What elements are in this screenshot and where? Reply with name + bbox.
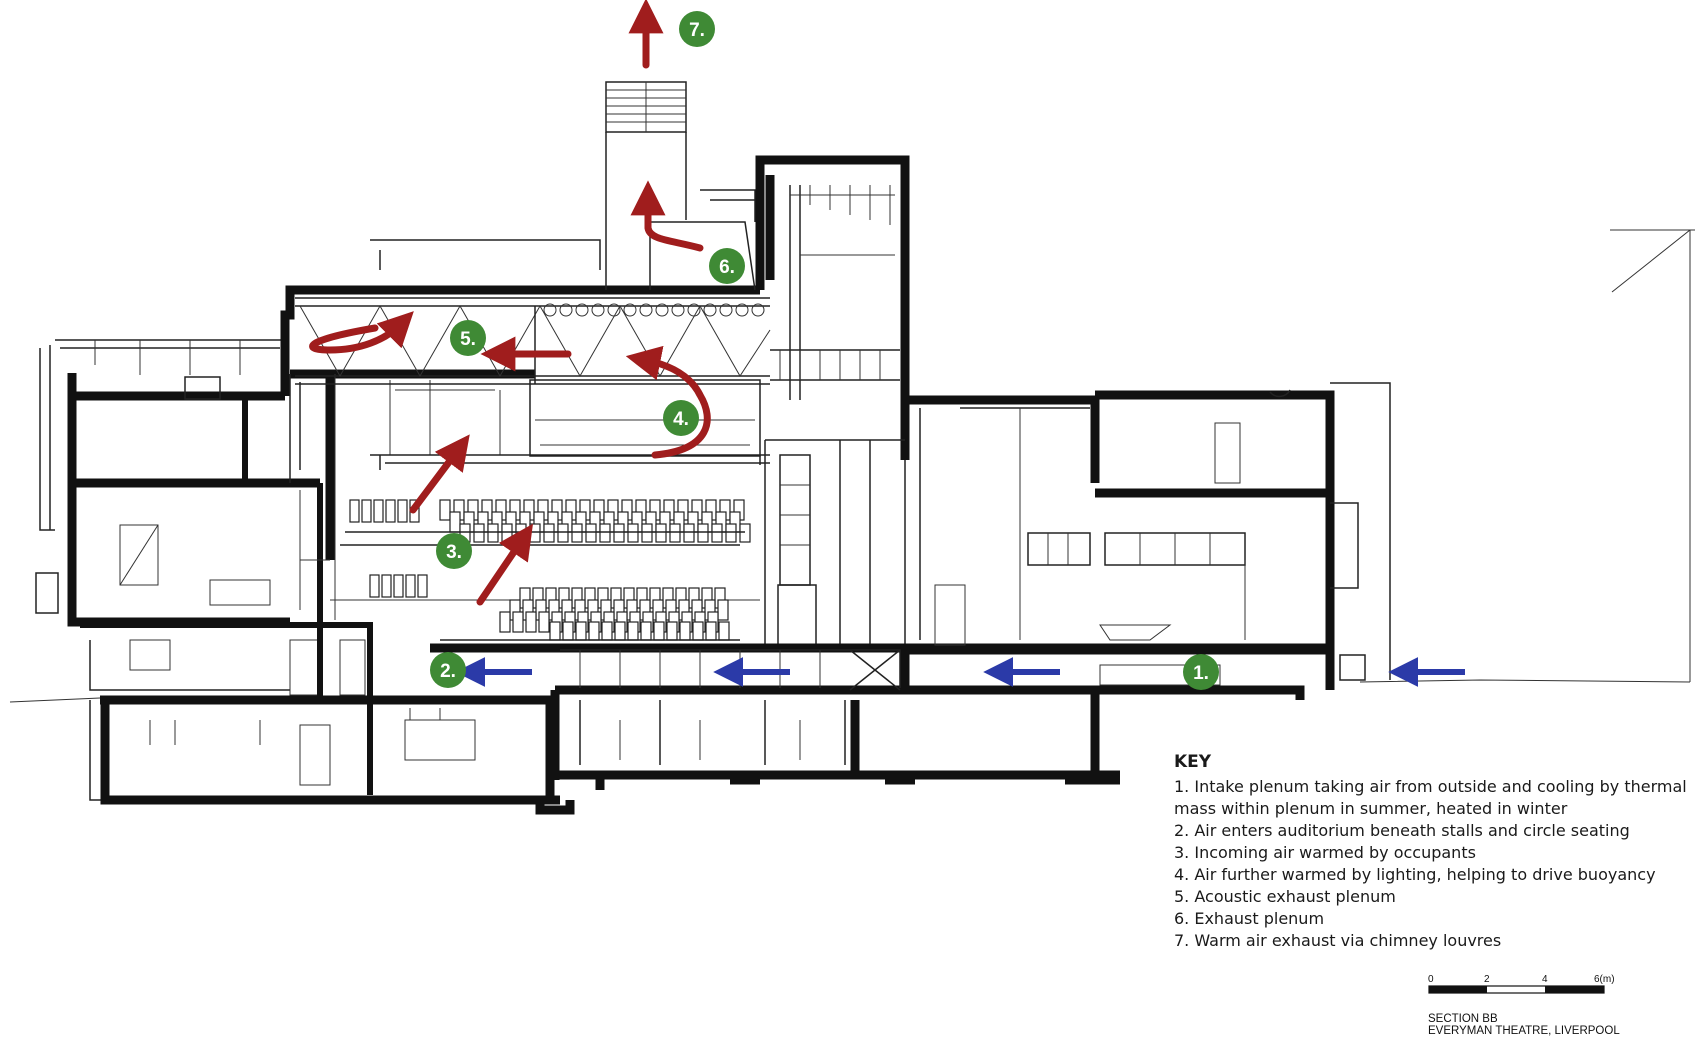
marker-3-label: 3. (446, 542, 462, 563)
circle-seat (373, 499, 384, 523)
stalls-seat (417, 574, 428, 598)
key-item-2: 2. Air enters auditorium beneath stalls … (1174, 821, 1630, 840)
circle-seat (641, 523, 653, 543)
key-legend: KEY 1. Intake plenum taking air from out… (1174, 752, 1694, 952)
marker-7: 7. (679, 11, 715, 47)
circle-seating (340, 499, 751, 546)
drawing-caption: SECTION BB EVERYMAN THEATRE, LIVERPOOL (1428, 1013, 1620, 1037)
right-block (905, 382, 1391, 775)
scale-bar: 0 2 4 6(m) (1428, 974, 1615, 994)
stalls-seat (679, 621, 691, 641)
stalls-seat (666, 621, 678, 641)
circle-seat (501, 523, 513, 543)
key-item-6: 6. Exhaust plenum (1174, 909, 1325, 928)
marker-5: 5. (450, 320, 486, 356)
key-item-3: 3. Incoming air warmed by occupants (1174, 843, 1476, 862)
stalls-seat (627, 621, 639, 641)
key-item-5: 5. Acoustic exhaust plenum (1174, 887, 1396, 906)
arrow-circle-rise (409, 434, 470, 514)
stalls-seat (588, 621, 600, 641)
circle-seat (711, 523, 723, 543)
arrow-exhaust-plenum (630, 180, 704, 252)
stalls-seat (575, 621, 587, 641)
circle-seat (473, 523, 485, 543)
stalls-seating (369, 574, 740, 641)
caption-section: SECTION BB (1428, 1013, 1498, 1025)
marker-5-label: 5. (460, 329, 476, 350)
circle-seat (361, 499, 372, 523)
stalls-seat (381, 574, 392, 598)
chimney (605, 81, 756, 291)
circle-seat (349, 499, 360, 523)
stalls-seat (499, 611, 511, 633)
left-annex (35, 339, 320, 801)
stalls-seat (705, 621, 717, 641)
circle-seat (697, 523, 709, 543)
warm-air-arrows (309, 0, 711, 606)
stalls-seat (512, 611, 524, 633)
stalls-seat (538, 611, 550, 633)
stalls-seat (718, 621, 730, 641)
marker-2: 2. (430, 652, 466, 688)
marker-6-label: 6. (719, 257, 735, 278)
marker-3: 3. (436, 533, 472, 569)
circle-seat (683, 523, 695, 543)
circle-seat (543, 523, 555, 543)
arrow-stalls-rise (476, 523, 533, 606)
arrow-lighting-loop (625, 345, 711, 459)
circle-seat (739, 523, 751, 543)
marker-4-label: 4. (673, 409, 689, 430)
marker-2-label: 2. (440, 661, 456, 682)
ground-line (9, 229, 1695, 703)
key-item-4: 4. Air further warmed by lighting, helpi… (1174, 865, 1656, 884)
stalls-seat (405, 574, 416, 598)
scale-tick-4: 4 (1542, 974, 1548, 985)
marker-1: 1. (1183, 654, 1219, 690)
stalls-seat (692, 621, 704, 641)
marker-6: 6. (709, 248, 745, 284)
circle-seat (529, 523, 541, 543)
marker-1-label: 1. (1193, 663, 1209, 684)
stalls-seat (369, 574, 380, 598)
circle-seat (449, 511, 461, 533)
stalls-seat (653, 621, 665, 641)
marker-7-label: 7. (689, 20, 705, 41)
arrow-acoustic-loop (309, 311, 414, 354)
basement-left (80, 622, 575, 815)
circle-seat (669, 523, 681, 543)
circle-seat (585, 523, 597, 543)
stalls-seat (562, 621, 574, 641)
circle-seat (725, 523, 737, 543)
circle-seat (487, 523, 499, 543)
scale-tick-0: 0 (1428, 974, 1434, 985)
stalls-seat (640, 621, 652, 641)
circle-seat (557, 523, 569, 543)
circle-seat (599, 523, 611, 543)
truss-circles (543, 303, 765, 317)
circle-seat (655, 523, 667, 543)
circle-seat (627, 523, 639, 543)
caption-project: EVERYMAN THEATRE, LIVERPOOL (1428, 1025, 1620, 1037)
circle-seat (385, 499, 396, 523)
circle-seat (613, 523, 625, 543)
key-title: KEY (1174, 752, 1212, 772)
stalls-seat (549, 621, 561, 641)
key-item-1: 1. Intake plenum taking air from outside… (1174, 777, 1687, 818)
circle-seat (397, 499, 408, 523)
key-list: 1. Intake plenum taking air from outside… (1174, 776, 1694, 952)
circle-seat (571, 523, 583, 543)
key-item-7: 7. Warm air exhaust via chimney louvres (1174, 931, 1502, 950)
fly-tower (755, 155, 910, 650)
scale-tick-2: 2 (1484, 974, 1490, 985)
scale-tick-6: 6(m) (1594, 974, 1615, 985)
stalls-seat (717, 599, 729, 621)
circle-seat (439, 499, 451, 521)
stalls-seat (525, 611, 537, 633)
stalls-seat (601, 621, 613, 641)
stalls-seat (614, 621, 626, 641)
marker-4: 4. (663, 400, 699, 436)
stalls-seat (393, 574, 404, 598)
